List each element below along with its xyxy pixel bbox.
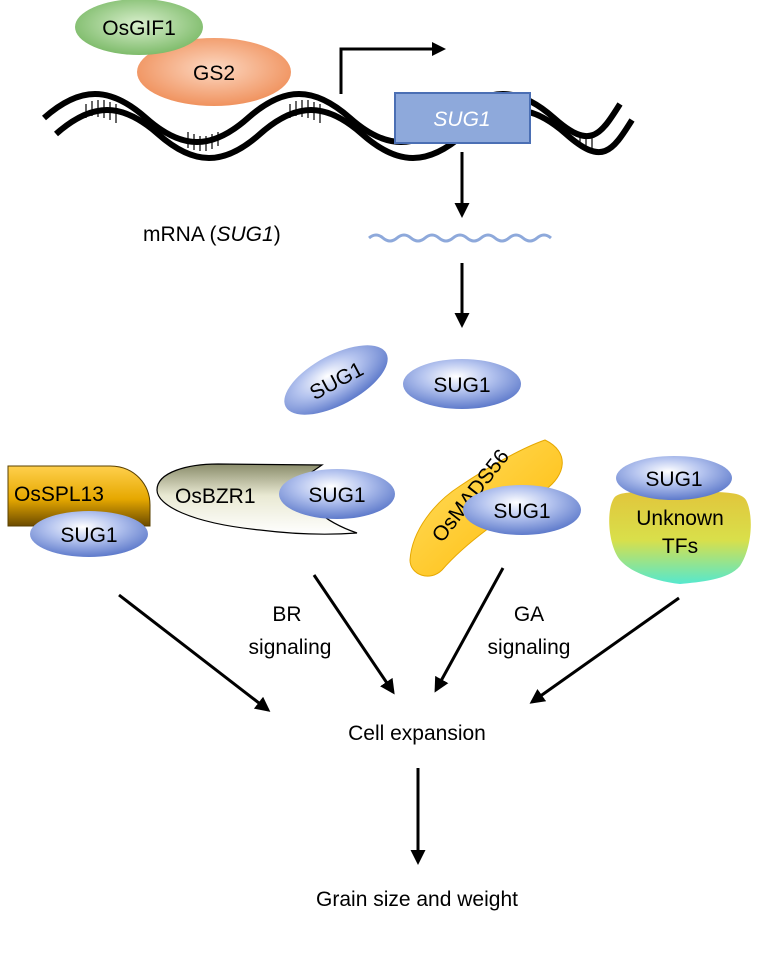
br-signaling-label-line1: BR [272,603,301,626]
sug1-gene-label: SUG1 [433,108,490,131]
sug1-osmads56-label: SUG1 [493,500,550,523]
arrow-unknown-to-expansion [529,596,680,704]
ga-signaling-label-line1: GA [514,603,544,626]
sug1-osspl13-protein [30,511,148,557]
sug1-unknown-tfs-protein [616,456,732,500]
ga-signaling-label-line2: signaling [488,636,571,659]
transcription-start-arrowhead [432,42,446,56]
sug1-protein [403,359,521,409]
osgif1-protein [75,0,203,55]
arrow-osmads56-to-expansion [434,567,505,693]
sug1-gene-box [394,92,531,144]
unknown-tfs-protein [609,485,751,584]
br-signaling-label-line2: signaling [249,636,332,659]
sug1-osbzr1-protein [279,469,395,519]
sug1-protein-label: SUG1 [433,374,490,397]
mrna-label: mRNA (SUG1) [143,223,281,246]
sug1-unknown-tfs-label: SUG1 [645,468,702,491]
arrow-osspl13-to-expansion [118,593,271,712]
gs2-protein [137,38,291,106]
dna-helix-icon [42,91,635,161]
osgif1-label: OsGIF1 [102,17,176,40]
osspl13-label: OsSPL13 [14,483,104,506]
gs2-label: GS2 [193,62,235,85]
unknown-tfs-label-line2: TFs [662,535,698,558]
transcription-start-arrow-icon [339,47,436,94]
arrow-osbzr1-to-expansion [312,574,395,695]
sug1-osbzr1-label: SUG1 [308,484,365,507]
sug1-protein-tilted: SUG1 [284,345,388,415]
sug1-osspl13-label: SUG1 [60,524,117,547]
grain-size-weight-label: Grain size and weight [316,888,518,911]
osspl13-protein [7,465,151,527]
osbzr1-label: OsBZR1 [175,485,256,508]
cell-expansion-label: Cell expansion [348,722,486,745]
unknown-tfs-label-line1: Unknown [636,507,724,530]
mrna-wave-icon [368,233,552,243]
sug1-osmads56-protein [463,485,581,535]
